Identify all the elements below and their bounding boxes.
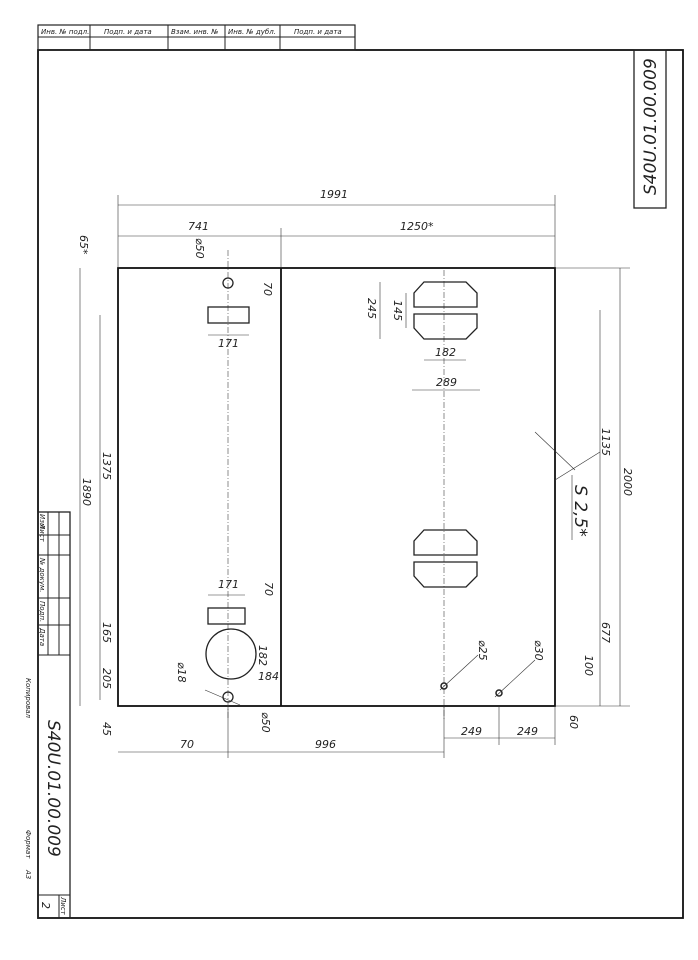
dim-top-offset: 65* [77, 235, 90, 255]
dim-bottom-249b: 249 [517, 725, 538, 738]
drawing-frame [37, 49, 684, 919]
dim-slot-bottom: 171 [218, 578, 239, 591]
title-block: Изм Лист № докум. Подп. Дата S40U.01.00.… [24, 511, 71, 919]
dim-165: 165 [100, 622, 113, 643]
dim-45: 45 [100, 722, 113, 736]
dim-circle-184: 184 [258, 670, 279, 683]
hole-bottom [222, 691, 234, 703]
dim-1890: 1890 [80, 478, 93, 506]
column-label: № докум. [38, 557, 46, 593]
dim-bottom-249a: 249 [461, 725, 482, 738]
column-label: Подп. [38, 601, 46, 622]
dim-overall-width: 1991 [320, 188, 348, 201]
dim-60: 60 [567, 715, 580, 729]
dimension-lines [79, 195, 630, 758]
dim-left-width: 741 [188, 220, 209, 233]
dim-hole-25: ⌀25 [476, 640, 489, 661]
hole-25 [440, 682, 448, 690]
stamp-header: Инв. № подл. [41, 28, 89, 36]
dim-cut-289: 289 [436, 376, 457, 389]
dim-cut-145: 145 [391, 300, 404, 321]
dim-overall-height: 2000 [621, 468, 634, 496]
dim-677: 677 [599, 622, 612, 643]
plate [117, 250, 556, 720]
dim-cut-245: 245 [365, 298, 378, 319]
cutout-bottom [413, 529, 478, 588]
stamp-header: Инв. № дубл. [228, 28, 276, 36]
cutout-top [413, 281, 478, 340]
top-stamp: Инв. № подл. Подп. и дата Взам. инв. № И… [37, 24, 356, 51]
dim-1135: 1135 [599, 428, 612, 456]
thickness-label: S 2,5* [570, 485, 590, 537]
stamp-header: Взам. инв. № [171, 28, 219, 36]
dim-100: 100 [582, 655, 595, 676]
dim-hole-bottom: ⌀50 [259, 712, 272, 733]
format-value: А3 [24, 869, 32, 879]
drawing-number: S40U.01.00.009 [43, 720, 63, 857]
dim-slot-top: 171 [218, 337, 239, 350]
dim-circle-182: 182 [256, 645, 269, 666]
column-label: Лист [38, 523, 46, 543]
copied-label: Копировал [24, 678, 32, 719]
top-number-box [633, 49, 667, 209]
hole-top [222, 277, 234, 289]
dim-right-width: 1250* [400, 220, 434, 233]
dim-hole-top-offset: 70 [261, 282, 274, 296]
sheet-label: Лист [59, 896, 67, 916]
dim-1375: 1375 [100, 452, 113, 480]
column-label: Дата [38, 627, 46, 646]
dim-hole-top: ⌀50 [193, 238, 206, 259]
stamp-header: Подп. и дата [294, 28, 342, 36]
hole-30 [495, 689, 503, 697]
dimension-labels: 1991 741 1250* 65* ⌀50 70 171 1375 1890 … [77, 188, 634, 751]
dim-bottom-996: 996 [315, 738, 336, 751]
column-label: Изм [38, 514, 46, 529]
format-label: Формат [24, 830, 32, 859]
dim-slot-bottom-offset: 70 [262, 582, 275, 596]
sheet-number: 2 [39, 902, 52, 909]
dim-cut-182: 182 [435, 346, 456, 359]
dim-bottom-70: 70 [180, 738, 194, 751]
dim-hole-30: ⌀30 [532, 640, 545, 661]
slot-top [207, 306, 250, 324]
stamp-header: Подп. и дата [104, 28, 152, 36]
dim-hole-18: ⌀18 [175, 662, 188, 683]
dim-205: 205 [100, 668, 113, 689]
slot-bottom [207, 607, 246, 625]
large-hole [205, 628, 257, 680]
drawing-number-top: S40U.01.00.009 [641, 58, 661, 195]
